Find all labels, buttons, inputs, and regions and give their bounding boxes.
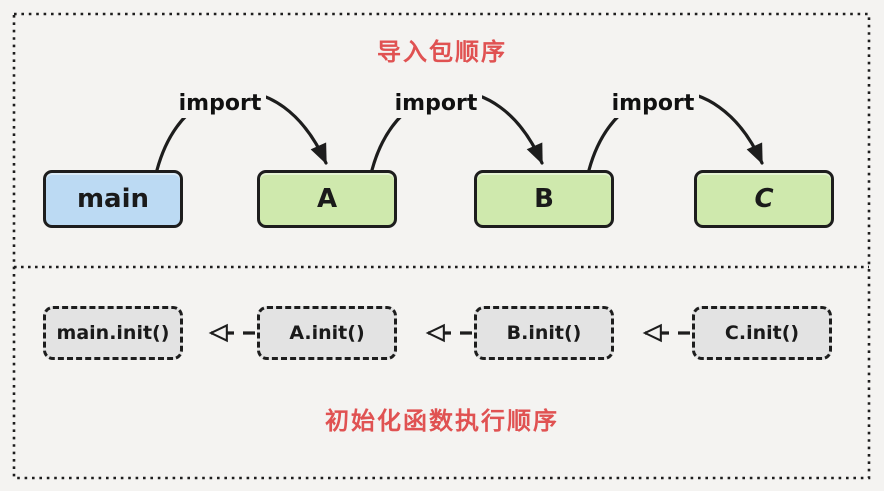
init-box-main: main.init() — [43, 306, 183, 360]
init-box-main-label: main.init() — [56, 322, 170, 344]
init-box-b: B.init() — [474, 306, 614, 360]
import-arrow-label-3: import — [607, 90, 699, 118]
package-box-a-label: A — [316, 184, 338, 214]
package-box-main: main — [43, 170, 183, 228]
package-box-b: B — [474, 170, 614, 228]
package-box-main-label: main — [76, 184, 150, 214]
init-box-a: A.init() — [257, 306, 397, 360]
package-box-c-label: C — [754, 184, 774, 214]
init-box-c-label: C.init() — [724, 322, 800, 344]
init-box-a-label: A.init() — [289, 322, 365, 344]
import-section-title: 导入包顺序 — [377, 38, 507, 66]
import-arrow-label-2: import — [390, 90, 482, 118]
init-box-c: C.init() — [692, 306, 832, 360]
init-box-b-label: B.init() — [506, 322, 582, 344]
import-arrow-label-1: import — [174, 90, 266, 118]
package-box-a: A — [257, 170, 397, 228]
outer-dotted-border — [12, 12, 871, 480]
package-box-b-label: B — [534, 184, 554, 214]
package-box-c: C — [694, 170, 834, 228]
init-section-title: 初始化函数执行顺序 — [325, 407, 559, 435]
